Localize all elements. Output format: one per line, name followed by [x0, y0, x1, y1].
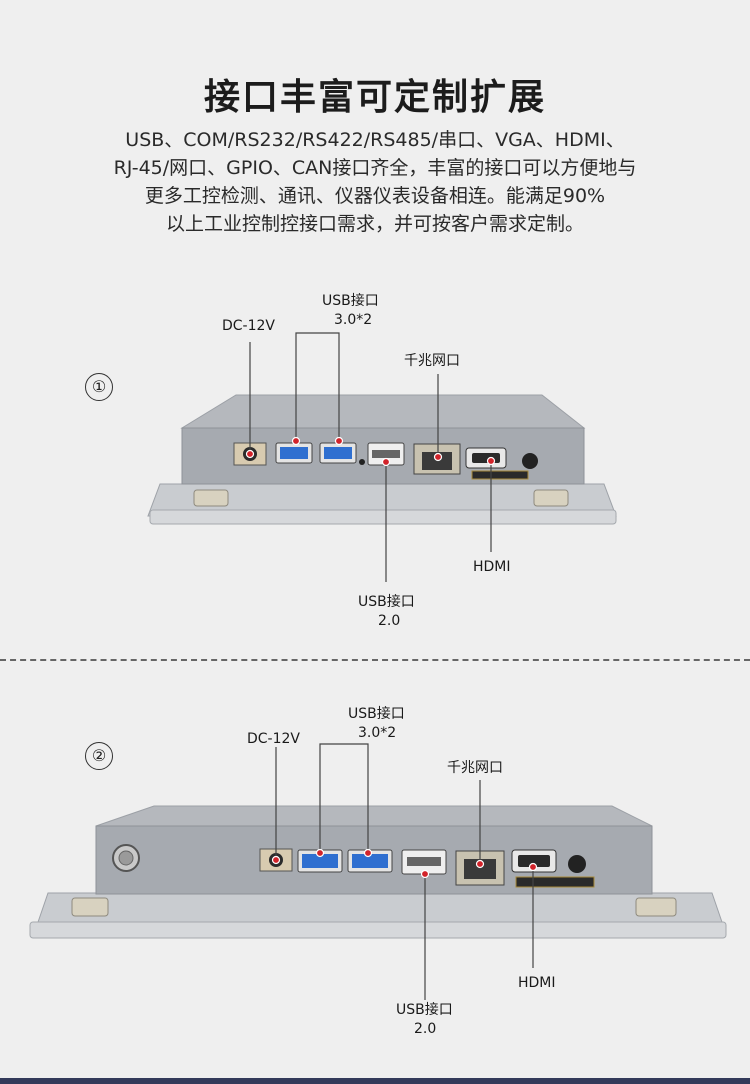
- hdmi-label: HDMI: [473, 559, 511, 575]
- diagram-2-number: ②: [85, 742, 113, 770]
- usb3-label-line2: 3.0*2: [334, 312, 373, 328]
- usb2-label-line1: USB接口: [358, 594, 415, 610]
- mount-clip: [71, 897, 109, 917]
- power-button: [522, 453, 538, 469]
- usb3-label-line1: USB接口: [322, 293, 379, 309]
- lan-label: 千兆网口: [404, 353, 460, 369]
- usb3-label-line2: 3.0*2: [358, 725, 397, 741]
- mount-clip: [533, 489, 569, 507]
- description-line: RJ-45/网口、GPIO、CAN接口齐全，丰富的接口可以方便地与: [113, 157, 637, 179]
- description-line: USB、COM/RS232/RS422/RS485/串口、VGA、HDMI、: [125, 129, 625, 151]
- section-divider: [0, 659, 750, 661]
- card-slot: [515, 876, 595, 888]
- bottom-bar: [0, 1078, 750, 1084]
- usb3-label-line1: USB接口: [348, 706, 405, 722]
- hdmi-label: HDMI: [518, 975, 556, 991]
- description-line: 更多工控检测、通讯、仪器仪表设备相连。能满足90%: [144, 185, 606, 207]
- card-slot: [471, 470, 529, 480]
- mount-clip: [635, 897, 677, 917]
- reset-button: [568, 855, 586, 873]
- dc-label: DC-12V: [222, 318, 275, 334]
- diagram-1-number: ①: [85, 373, 113, 401]
- device-2-illustration: [29, 743, 727, 1000]
- usb2-label-line2: 2.0: [414, 1021, 437, 1037]
- description: USB、COM/RS232/RS422/RS485/串口、VGA、HDMI、 R…: [60, 126, 690, 238]
- lan-label: 千兆网口: [447, 760, 503, 776]
- usb2-label-line2: 2.0: [378, 613, 401, 629]
- dc-label: DC-12V: [247, 731, 300, 747]
- description-line: 以上工业控制控接口需求，并可按客户需求定制。: [165, 213, 584, 235]
- page-title: 接口丰富可定制扩展: [203, 77, 546, 118]
- usb2-label-line1: USB接口: [396, 1002, 453, 1018]
- device-1-illustration: [147, 332, 617, 582]
- mount-clip: [193, 489, 229, 507]
